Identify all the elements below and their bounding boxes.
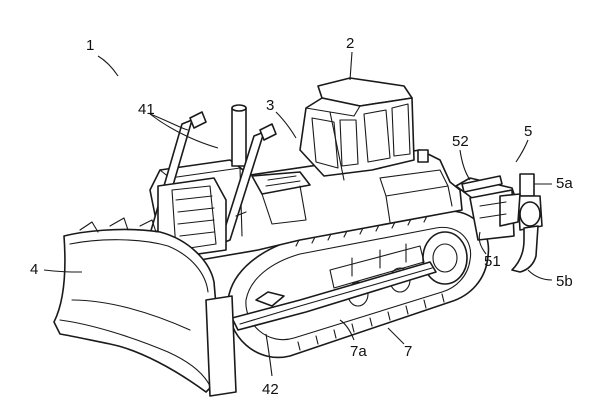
label-lift-cylinder: 41 — [138, 101, 155, 118]
label-ripper-cylinder: 51 — [484, 253, 501, 270]
label-ripper-shank-top: 5a — [556, 175, 573, 192]
exhaust-pipe — [231, 104, 247, 167]
label-ripper-tip: 5b — [556, 273, 573, 290]
label-track: 7 — [404, 343, 412, 360]
blade-push-arm — [231, 261, 437, 331]
exhaust-stack-small — [417, 149, 429, 163]
label-ripper: 5 — [524, 123, 532, 140]
label-blade: 4 — [30, 261, 38, 278]
label-body: 3 — [266, 97, 274, 114]
operator-cab — [299, 77, 415, 181]
label-cab: 2 — [346, 35, 354, 52]
label-blade-arm: 42 — [262, 381, 279, 398]
label-machine: 1 — [86, 37, 94, 54]
dozer-blade — [53, 217, 237, 397]
sprocket-wheel — [422, 231, 468, 285]
label-track-lower: 7a — [350, 343, 367, 360]
label-ripper-cylinder-rod: 52 — [452, 133, 469, 150]
leader-lines — [43, 51, 553, 377]
ripper-assembly — [455, 173, 543, 273]
ripper-shank-top-block — [519, 173, 535, 197]
reference-labels: 1 2 3 41 4 52 5 5a 5b 51 7 7a 42 — [30, 35, 573, 398]
